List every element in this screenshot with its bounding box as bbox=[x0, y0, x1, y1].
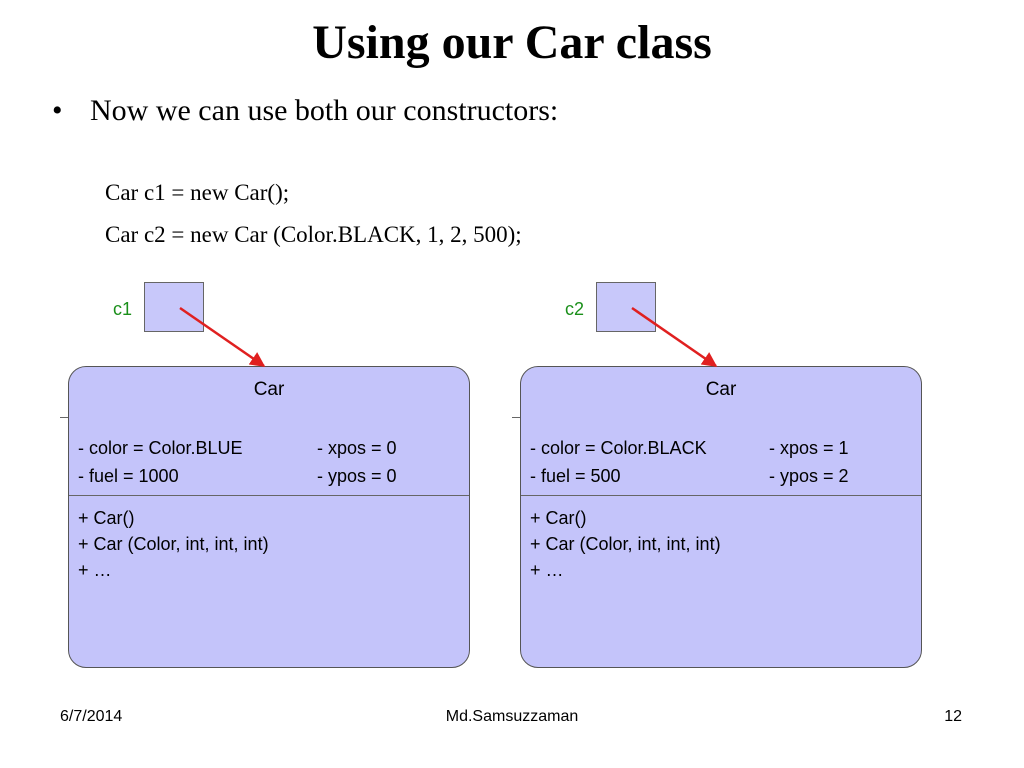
code-line-2: Car c2 = new Car (Color.BLACK, 1, 2, 500… bbox=[105, 222, 522, 247]
object-1-attr-ypos: - ypos = 0 bbox=[317, 466, 397, 486]
object-2-attr-ypos: - ypos = 2 bbox=[769, 466, 849, 486]
code-line-1: Car c1 = new Car(); bbox=[105, 180, 290, 205]
slide-title: Using our Car class bbox=[312, 16, 712, 69]
object-2-method-2: + Car (Color, int, int, int) bbox=[530, 534, 721, 554]
bullet-symbol: • bbox=[52, 94, 63, 127]
object-1-method-1: + Car() bbox=[78, 508, 135, 528]
ref-label-c1: c1 bbox=[113, 299, 133, 319]
object-1-method-2: + Car (Color, int, int, int) bbox=[78, 534, 269, 554]
object-2-attr-color: - color = Color.BLACK bbox=[530, 438, 707, 458]
object-2-method-3: + … bbox=[530, 560, 564, 580]
car-object-1: Car - color = Color.BLUE - fuel = 1000 -… bbox=[68, 366, 470, 668]
object-2-method-1: + Car() bbox=[530, 508, 587, 528]
object-1-attr-color: - color = Color.BLUE bbox=[78, 438, 243, 458]
footer-date: 6/7/2014 bbox=[60, 708, 123, 725]
footer-page-number: 12 bbox=[944, 708, 962, 725]
object-2-attr-fuel: - fuel = 500 bbox=[530, 466, 621, 486]
object-1-attr-xpos: - xpos = 0 bbox=[317, 438, 397, 458]
object-1-class-name: Car bbox=[253, 379, 285, 400]
car-object-2: Car - color = Color.BLACK - fuel = 500 -… bbox=[520, 366, 922, 668]
object-2-method-divider bbox=[521, 495, 921, 496]
ref-label-c2: c2 bbox=[565, 299, 585, 319]
object-1-method-3: + … bbox=[78, 560, 112, 580]
object-2-class-name: Car bbox=[705, 379, 737, 400]
bullet-text: Now we can use both our constructors: bbox=[90, 94, 559, 127]
ref-box-c1 bbox=[144, 282, 204, 332]
object-1-method-divider bbox=[69, 495, 469, 496]
bullet-item: • Now we can use both our constructors: bbox=[52, 94, 558, 128]
ref-box-c2 bbox=[596, 282, 656, 332]
object-1-attr-fuel: - fuel = 1000 bbox=[78, 466, 179, 486]
object-2-attr-xpos: - xpos = 1 bbox=[769, 438, 849, 458]
footer-author: Md.Samsuzzaman bbox=[445, 708, 579, 725]
